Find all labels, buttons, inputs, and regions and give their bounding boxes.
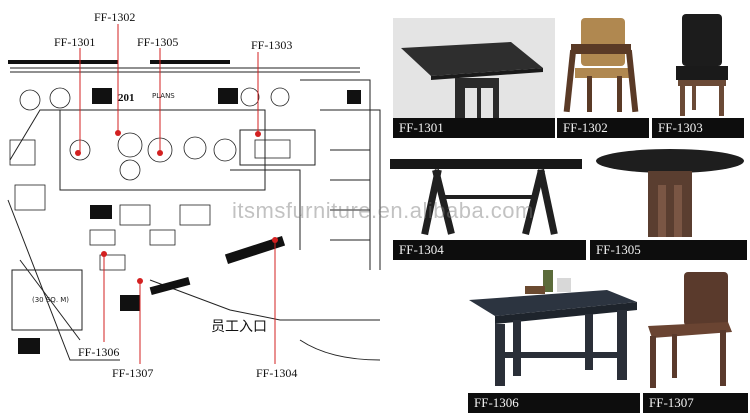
caption-ff-1305: FF-1305 [590, 240, 747, 260]
round-table-image [596, 149, 744, 237]
plan-label-ff-1304: FF-1304 [256, 366, 298, 380]
entrance-label: 员工入口 [211, 320, 267, 335]
photo-ff-1304 [388, 145, 586, 240]
photo-ff-1302 [557, 10, 649, 120]
plan-label-ff-1305: FF-1305 [137, 35, 179, 49]
caption-ff-1306: FF-1306 [468, 393, 640, 413]
photo-ff-1305 [592, 145, 747, 240]
photo-ff-1303 [652, 10, 744, 120]
room-note: PLANS [152, 92, 175, 100]
caption-ff-1303: FF-1303 [652, 118, 744, 138]
plan-label-ff-1306: FF-1306 [78, 345, 120, 359]
photo-ff-1306 [465, 262, 640, 392]
photo-ff-1301 [393, 18, 555, 120]
plan-label-ff-1307: FF-1307 [112, 366, 154, 380]
long-table-image [390, 159, 582, 236]
plan-label-ff-1302: FF-1302 [94, 10, 136, 24]
plan-room-number: 201 [118, 92, 135, 104]
square-table-image [401, 42, 543, 118]
watermark: itsmsfurniture.en.alibaba.com [232, 198, 534, 223]
caption-ff-1307: FF-1307 [643, 393, 748, 413]
caption-ff-1301: FF-1301 [393, 118, 555, 138]
photo-ff-1307 [640, 262, 748, 392]
floor-plan: PLANS (30 SQ. M) FF-1302 FF-1301 FF-1305… [7, 10, 381, 380]
plan-label-ff-1303: FF-1303 [251, 38, 293, 52]
wood-chair-image [648, 272, 732, 388]
plan-label-ff-1301: FF-1301 [54, 35, 96, 49]
floor-plan-drawing: PLANS (30 SQ. M) [7, 24, 381, 364]
dining-chair-image [676, 14, 728, 116]
caption-ff-1304: FF-1304 [393, 240, 586, 260]
caption-ff-1302: FF-1302 [557, 118, 649, 138]
room-area: (30 SQ. M) [32, 296, 69, 304]
rect-table-image [469, 270, 637, 386]
armchair-image [563, 18, 639, 113]
